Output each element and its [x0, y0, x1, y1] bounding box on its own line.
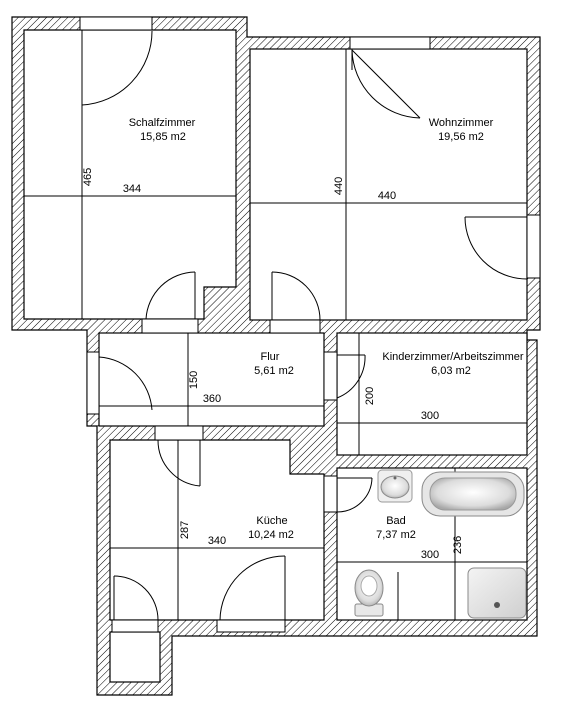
- door-kueche-top: [157, 439, 201, 487]
- shower-tray-icon: [467, 567, 527, 619]
- dim-bad-depth: 236: [452, 536, 464, 554]
- door-kueche-storage: [113, 575, 159, 621]
- door-wohnzimmer-top: [351, 49, 421, 119]
- door-wohnzimmer-bottom: [271, 271, 321, 321]
- dim-kinderzimmer-width: 300: [421, 410, 439, 422]
- toilet-icon: [354, 569, 384, 617]
- door-kinderzimmer: [336, 354, 366, 399]
- doors: [81, 30, 528, 621]
- dimension-lines: [24, 30, 527, 620]
- door-schlafzimmer-bottom: [145, 271, 196, 320]
- room-name-bad: Bad: [386, 515, 406, 527]
- door-flur-left: [98, 356, 153, 414]
- dimension-labels: 344 465 440 440 360 150 300 200 340 287 …: [82, 168, 464, 561]
- dim-schlafzimmer-depth: 465: [82, 168, 94, 186]
- room-area-kinderzimmer: 6,03 m2: [431, 365, 471, 377]
- room-name-flur: Flur: [261, 351, 280, 363]
- room-area-flur: 5,61 m2: [254, 365, 294, 377]
- bathtub-icon: [421, 471, 525, 517]
- dim-kueche-depth: 287: [179, 521, 191, 539]
- room-name-kueche: Küche: [256, 515, 287, 527]
- openings: [79, 16, 541, 633]
- room-area-kueche: 10,24 m2: [248, 529, 294, 541]
- room-area-wohnzimmer: 19,56 m2: [438, 131, 484, 143]
- dim-bad-width: 300: [421, 549, 439, 561]
- dim-wohnzimmer-width: 440: [378, 190, 396, 202]
- room-area-bad: 7,37 m2: [376, 529, 416, 541]
- room-name-schlafzimmer: Schalfzimmer: [129, 117, 196, 129]
- dim-kinderzimmer-depth: 200: [364, 387, 376, 405]
- dim-flur-depth: 150: [188, 371, 200, 389]
- dim-flur-width: 360: [203, 393, 221, 405]
- door-bad: [336, 477, 373, 513]
- room-name-kinderzimmer: Kinderzimmer/Arbeitszimmer: [382, 351, 524, 363]
- door-kueche-bottom: [219, 555, 286, 621]
- room-area-schlafzimmer: 15,85 m2: [140, 131, 186, 143]
- dim-kueche-width: 340: [208, 535, 226, 547]
- room-name-wohnzimmer: Wohnzimmer: [429, 117, 494, 129]
- dim-wohnzimmer-depth: 440: [333, 177, 345, 195]
- fixtures: [354, 469, 527, 619]
- sink-icon: [377, 469, 413, 503]
- room-labels: Schalfzimmer 15,85 m2 Wohnzimmer 19,56 m…: [129, 117, 524, 541]
- door-wohnzimmer-right: [464, 216, 528, 280]
- dim-schlafzimmer-width: 344: [123, 183, 141, 195]
